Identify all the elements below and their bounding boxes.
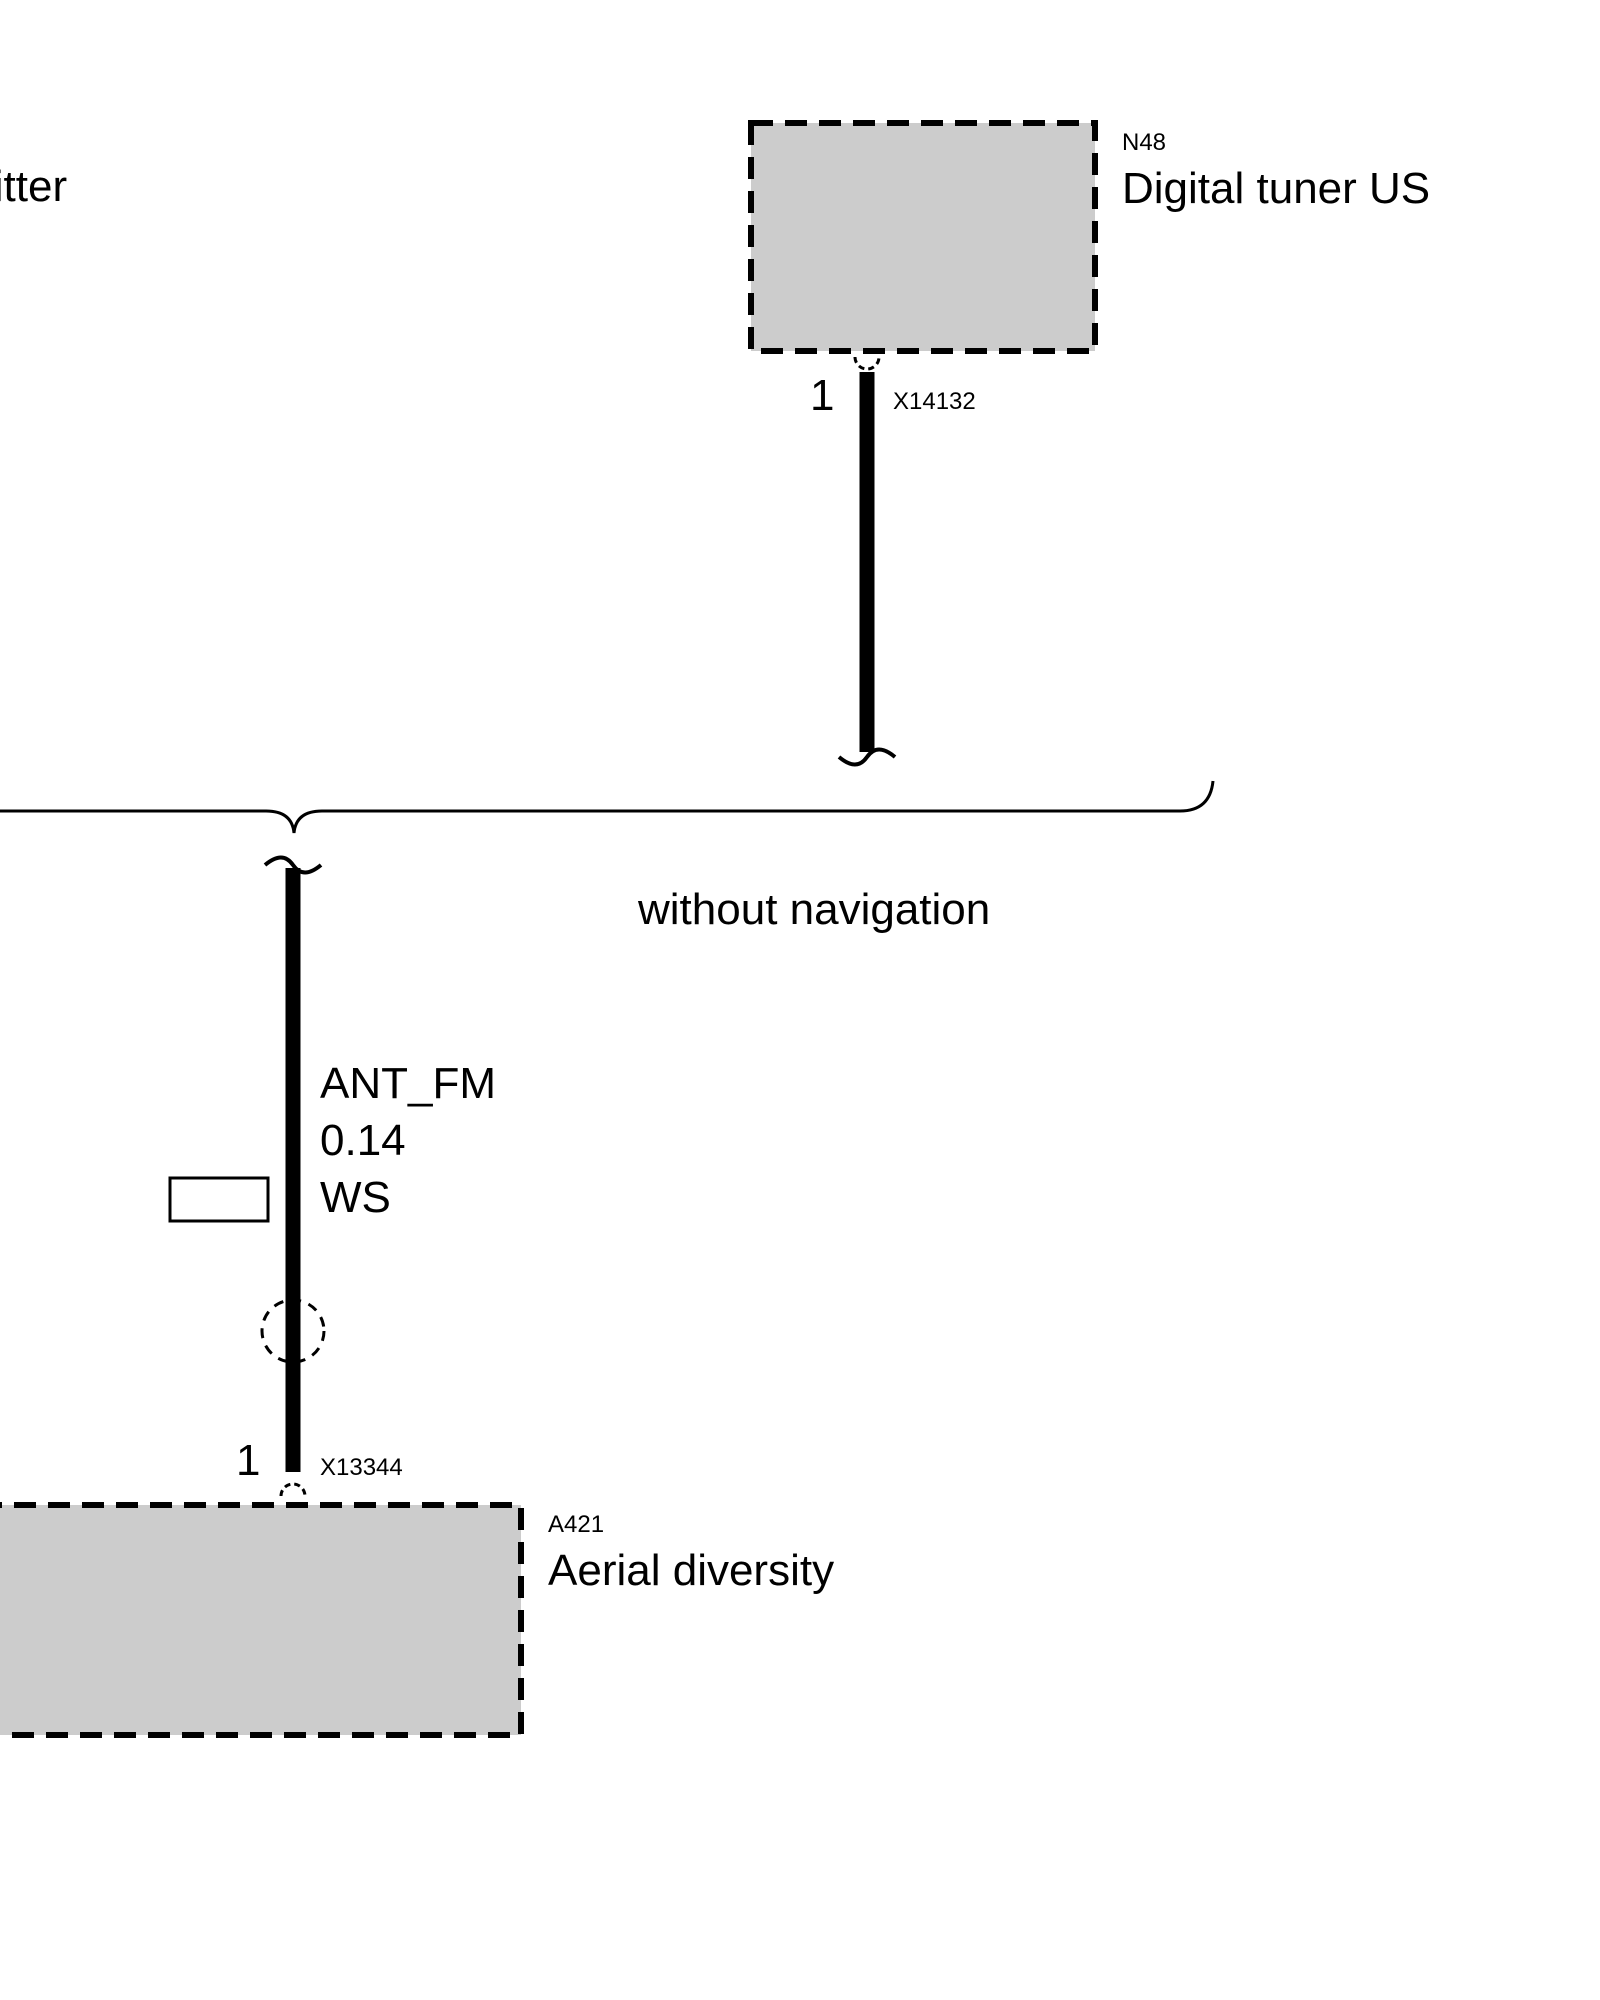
- digital-tuner-name: Digital tuner US: [1122, 164, 1430, 213]
- brace-label: without navigation: [637, 885, 990, 934]
- wire-signal-name: ANT_FM: [320, 1059, 496, 1108]
- aerial-connector-id: X13344: [320, 1454, 403, 1481]
- option-brace: [0, 780, 1215, 834]
- digital-tuner-id: N48: [1122, 129, 1166, 156]
- aerial-diversity-box[interactable]: [0, 1502, 524, 1738]
- digital-tuner-box[interactable]: [748, 120, 1098, 354]
- aerial-connector-icon: [279, 1482, 307, 1497]
- shield-circle-icon: [260, 1298, 326, 1364]
- aerial-pin-number: 1: [236, 1436, 260, 1485]
- tuner-pin-number: 1: [810, 371, 834, 420]
- aerial-diversity-name: Aerial diversity: [548, 1546, 834, 1595]
- wire-color-code: WS: [320, 1173, 391, 1222]
- tuner-connector-icon: [853, 356, 881, 371]
- wire-marker-icon: [168, 1176, 270, 1223]
- tuner-wire-break-icon: [837, 747, 897, 767]
- aerial-diversity-id: A421: [548, 1511, 604, 1538]
- antenna-wire-break-icon: [263, 855, 323, 875]
- wire-cross-section: 0.14: [320, 1116, 406, 1165]
- splitter-partial-label: litter: [0, 162, 67, 211]
- tuner-connector-id: X14132: [893, 388, 976, 415]
